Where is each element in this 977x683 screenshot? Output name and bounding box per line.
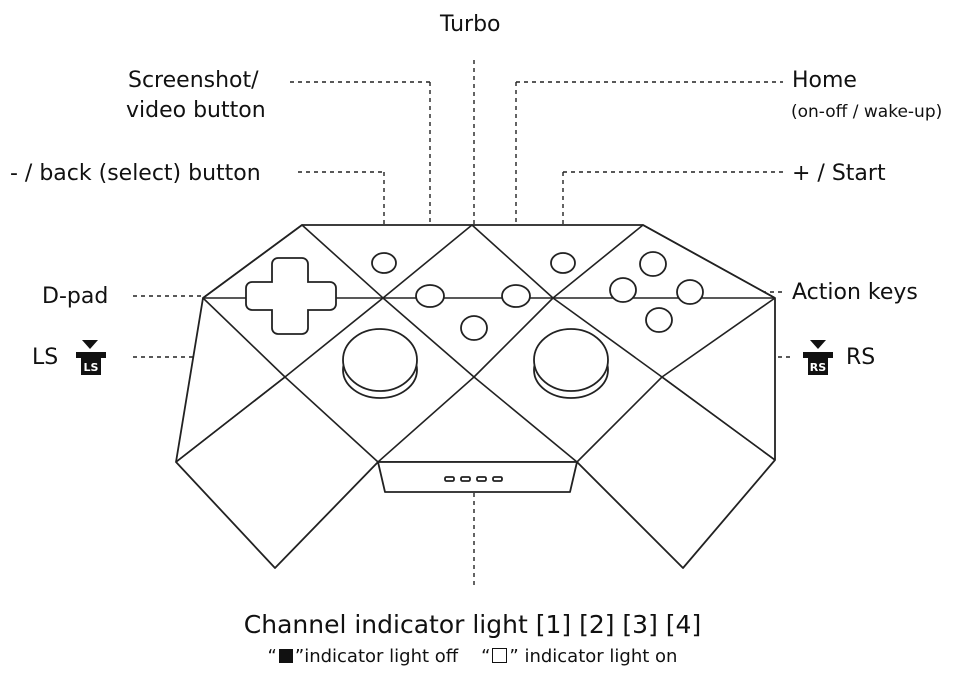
turbo-button[interactable] bbox=[460, 315, 488, 341]
legend-on-text: ” indicator light on bbox=[509, 646, 678, 667]
home-sublabel: (on-off / wake-up) bbox=[791, 102, 943, 122]
svg-text:RS: RS bbox=[810, 361, 826, 374]
indicator-legend: “ ”indicator light off “ ” indicator light… bbox=[0, 646, 945, 667]
ls-badge-icon: LS bbox=[76, 340, 106, 375]
channel-indicator-lights bbox=[444, 476, 503, 482]
legend-on-open-quote: “ bbox=[481, 646, 491, 667]
right-stick[interactable] bbox=[533, 328, 609, 399]
action-key-right[interactable] bbox=[676, 279, 704, 305]
dpad-label: D-pad bbox=[42, 284, 109, 309]
start-label: + / Start bbox=[792, 161, 886, 186]
controller-body bbox=[175, 224, 776, 569]
rs-label: RS bbox=[846, 345, 876, 370]
back-label: - / back (select) button bbox=[10, 161, 261, 186]
action-key-left[interactable] bbox=[609, 277, 637, 303]
turbo-label: Turbo bbox=[440, 12, 501, 37]
indicator-light-2 bbox=[460, 476, 471, 482]
action-keys-label: Action keys bbox=[792, 280, 918, 305]
home-button[interactable] bbox=[501, 284, 531, 308]
screenshot-button[interactable] bbox=[415, 284, 445, 308]
back-button[interactable] bbox=[371, 252, 397, 274]
action-key-bottom[interactable] bbox=[645, 307, 673, 333]
dpad-shape[interactable] bbox=[245, 257, 337, 335]
legend-off-open-quote: “ bbox=[267, 646, 277, 667]
filled-square-icon bbox=[278, 649, 293, 663]
indicator-light-1 bbox=[444, 476, 455, 482]
ls-label: LS bbox=[32, 345, 59, 370]
channel-indicator-title: Channel indicator light [1] [2] [3] [4] bbox=[243, 610, 702, 639]
action-key-top[interactable] bbox=[639, 251, 667, 277]
rs-badge-icon: RS bbox=[803, 340, 833, 375]
left-stick[interactable] bbox=[342, 328, 418, 399]
screenshot-label-line2: video button bbox=[126, 98, 266, 123]
svg-text:LS: LS bbox=[84, 361, 99, 374]
legend-off-text: ”indicator light off bbox=[294, 646, 459, 667]
start-button[interactable] bbox=[550, 252, 576, 274]
empty-square-icon bbox=[492, 648, 508, 663]
screenshot-label-line1: Screenshot/ bbox=[128, 68, 259, 93]
indicator-light-4 bbox=[492, 476, 503, 482]
indicator-light-3 bbox=[476, 476, 487, 482]
home-label: Home bbox=[792, 68, 857, 93]
action-keys bbox=[609, 251, 704, 333]
